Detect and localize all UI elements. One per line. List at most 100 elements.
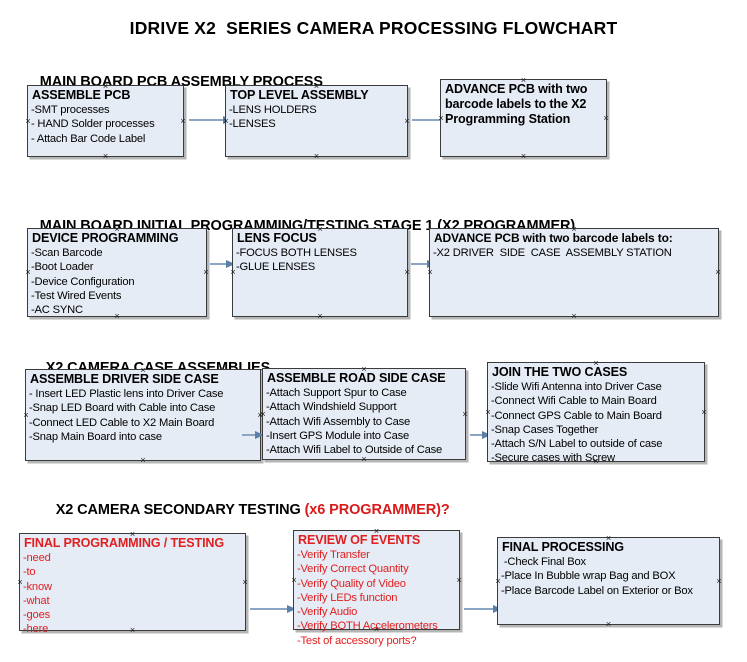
section-title-text: X2 CAMERA SECONDARY TESTING [55,502,305,518]
node-item-list: -LENS HOLDERS -LENSES [226,103,407,132]
connector-driver-side-to-road-side [242,430,264,439]
list-item: -Device Configuration [31,275,135,288]
selection-handle-bottom[interactable] [313,153,320,160]
list-item: -know [23,580,52,593]
list-item: -GLUE LENSES [236,261,316,274]
list-item: -LENS HOLDERS [229,104,317,116]
list-item: - Attach Bar Code Label [31,132,146,145]
list-item: -Connect LED Cable to X2 Main Board [29,416,215,429]
list-item: -Slide Wifi Antenna into Driver Case [491,381,662,393]
node-item-list: -Attach Support Spur to Case -Attach Win… [263,386,465,457]
connector-assemble-pcb-to-top-level-assembly [189,115,232,124]
connector-device-programming-to-lens-focus [210,259,235,268]
selection-handle-bottom[interactable] [140,457,147,464]
list-item: -LENSES [229,118,276,131]
node-item-list: - Insert LED Plastic lens into Driver Ca… [26,387,260,444]
list-item: -Verify Correct Quantity [297,563,409,576]
list-item: -need [23,552,51,564]
node-title: ADVANCE PCB with two barcode labels to: [434,231,673,245]
connector-top-level-assembly-to-advance-pcb [412,115,449,124]
list-item: -what [23,594,50,607]
list-item: -to [23,566,36,579]
node-assemble-road-side-case[interactable]: ASSEMBLE ROAD SIDE CASE -Attach Support … [262,368,466,460]
list-item: -FOCUS BOTH LENSES [236,247,357,259]
list-item: -Verify Quality of Video [297,577,406,590]
node-title: JOIN THE TWO CASES [492,365,628,379]
list-item: -Verify Audio [297,606,358,619]
list-item: -Scan Barcode [31,247,103,259]
node-item-list: -FOCUS BOTH LENSES -GLUE LENSES [233,246,407,275]
node-advance-pcb-to-driver-side-case-station[interactable]: ADVANCE PCB with two barcode labels to: … [429,228,719,317]
list-item: -Verify BOTH Accelerometers [297,620,438,633]
section-title-accent: (x6 PROGRAMMER)? [304,502,450,518]
selection-handle-bottom[interactable] [520,153,527,160]
list-item: -Place Barcode Label on Exterior or Box [501,584,693,597]
selection-handle-bottom[interactable] [317,313,324,320]
list-item: -Boot Loader [31,261,94,274]
node-title: ASSEMBLE DRIVER SIDE CASE [30,372,219,386]
node-item-list: -SMT processes - HAND Solder processes -… [28,103,183,146]
node-item-list: -Check Final Box -Place In Bubble wrap B… [498,555,719,598]
connector-road-side-to-join-cases [470,430,491,439]
connector-final-programming-to-review-of-events [250,604,296,613]
list-item: -Place In Bubble wrap Bag and BOX [501,570,676,583]
node-title: ASSEMBLE ROAD SIDE CASE [267,371,446,385]
node-final-programming-testing[interactable]: FINAL PROGRAMMING / TESTING -need -to -k… [19,533,246,635]
selection-handle-bottom[interactable] [102,153,109,160]
selection-handle-bottom[interactable] [605,621,612,628]
node-device-programming[interactable]: DEVICE PROGRAMMING -Scan Barcode -Boot L… [27,228,207,317]
list-item: -Verify LEDs function [297,591,398,604]
list-item: -Connect Wifi Cable to Main Board [491,395,657,408]
node-assemble-driver-side-case[interactable]: ASSEMBLE DRIVER SIDE CASE - Insert LED P… [25,369,261,461]
node-title: FINAL PROGRAMMING / TESTING [24,536,225,550]
list-item: -Snap LED Board with Cable into Case [29,402,216,415]
node-join-the-two-cases[interactable]: JOIN THE TWO CASES -Slide Wifi Antenna i… [487,362,705,464]
node-assemble-pcb[interactable]: ASSEMBLE PCB -SMT processes - HAND Solde… [27,85,184,157]
node-lens-focus[interactable]: LENS FOCUS -FOCUS BOTH LENSES -GLUE LENS… [232,228,408,317]
list-item: -Test Wired Events [31,289,122,302]
selection-handle-bottom[interactable] [571,313,578,320]
node-title: DEVICE PROGRAMMING [32,231,179,245]
list-item: -Snap Cases Together [491,423,599,436]
node-item-list: -Slide Wifi Antenna into Driver Case -Co… [488,380,704,466]
list-item: -AC SYNC [31,304,83,317]
node-review-of-events[interactable]: REVIEW OF EVENTS -Verify Transfer -Verif… [293,530,460,647]
node-item-list: -Verify Transfer -Verify Correct Quantit… [294,548,459,648]
list-item: -Attach Wifi Label to Outside of Case [266,444,443,457]
node-item-list: -need -to -know -what -goes -here [20,551,245,637]
node-final-processing[interactable]: FINAL PROCESSING -Check Final Box -Place… [497,537,720,625]
list-item: - HAND Solder processes [31,118,155,131]
node-top-level-assembly[interactable]: TOP LEVEL ASSEMBLY -LENS HOLDERS -LENSES [225,85,408,157]
list-item: -here [23,623,49,636]
list-item: -Secure cases with Screw [491,452,615,465]
list-item: -X2 DRIVER SIDE CASE ASSEMBLY STATION [433,247,672,259]
list-item: -goes [23,609,50,622]
list-item: -Attach Wifi Assembly to Case [266,415,411,428]
node-title: LENS FOCUS [237,231,317,245]
page-title: IDRIVE X2 SERIES CAMERA PROCESSING FLOWC… [129,18,618,38]
list-item: -Check Final Box [501,556,586,568]
list-item: -Insert GPS Module into Case [266,429,410,442]
list-item: -Connect GPS Cable to Main Board [491,409,662,422]
node-item-list: -Scan Barcode -Boot Loader -Device Confi… [28,246,206,317]
selection-handle-right[interactable] [715,269,722,276]
list-item: -SMT processes [31,104,110,116]
connector-lens-focus-to-advance-pcb [411,259,436,268]
node-title: REVIEW OF EVENTS [298,533,421,547]
node-title: ASSEMBLE PCB [32,88,131,102]
node-title: ADVANCE PCB with two barcode labels to t… [445,82,588,126]
list-item: -Attach S/N Label to outside of case [491,438,663,451]
list-item: - Insert LED Plastic lens into Driver Ca… [29,388,224,400]
selection-handle-left[interactable] [427,269,434,276]
node-item-list: -X2 DRIVER SIDE CASE ASSEMBLY STATION [430,246,718,260]
list-item: -Test of accessory ports? [297,634,417,647]
list-item: -Attach Windshield Support [266,401,397,414]
node-title: TOP LEVEL ASSEMBLY [230,88,369,102]
node-title: FINAL PROCESSING [502,540,624,554]
list-item: -Attach Support Spur to Case [266,387,407,399]
connector-review-of-events-to-final-processing [464,604,502,613]
node-advance-pcb-to-x2-programming-station[interactable]: ADVANCE PCB with two barcode labels to t… [440,79,607,157]
list-item: -Verify Transfer [297,549,370,561]
list-item: -Snap Main Board into case [29,430,162,443]
